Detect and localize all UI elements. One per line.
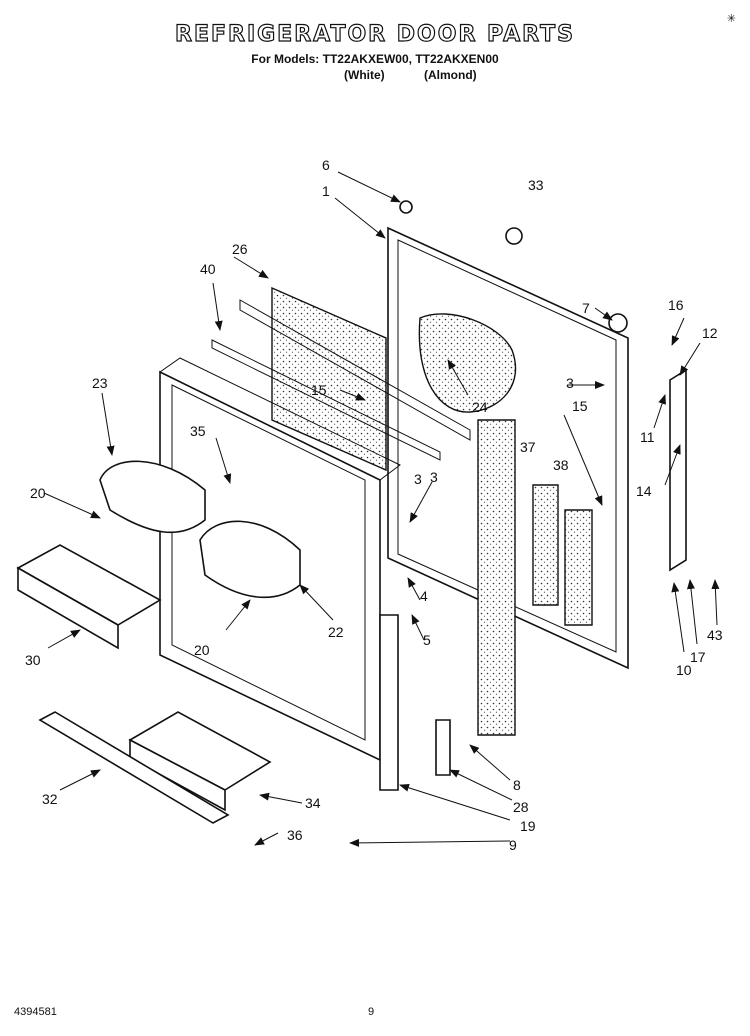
callout-3: 3 [414, 471, 422, 487]
corner-mark: ✳ [726, 13, 736, 25]
callout-43: 43 [707, 627, 723, 643]
callout-5: 5 [423, 632, 431, 648]
callout-23: 23 [92, 375, 108, 391]
gasket-strip [379, 614, 399, 791]
callout-30: 30 [25, 652, 41, 668]
plug-33 [505, 227, 523, 245]
callout-32: 32 [42, 791, 58, 807]
callout-22: 22 [328, 624, 344, 640]
callout-7: 7 [582, 300, 590, 316]
insulation-pad [418, 313, 517, 413]
callout-6: 6 [322, 157, 330, 173]
callout-1: 1 [322, 183, 330, 199]
callout-15: 15 [572, 398, 588, 414]
side-insulation-strip [477, 419, 516, 736]
foam-block-37 [532, 484, 559, 606]
callout-28: 28 [513, 799, 529, 815]
callout-3: 3 [566, 375, 574, 391]
callout-26: 26 [232, 241, 248, 257]
foam-block-38 [564, 509, 593, 626]
callout-24: 24 [472, 399, 488, 415]
page-title: REFRIGERATOR DOOR PARTS [174, 21, 575, 47]
dairy-bin-23 [99, 460, 206, 534]
callout-34: 34 [305, 795, 321, 811]
callout-19: 19 [520, 818, 536, 834]
breaker-strip [435, 719, 451, 776]
callout-40: 40 [200, 261, 216, 277]
callout-35: 35 [190, 423, 206, 439]
callout-4: 4 [420, 588, 428, 604]
trim-strip-32 [38, 711, 230, 824]
color-white: (White) [344, 68, 385, 82]
models-line: For Models: TT22AKXEW00, TT22AKXEN00 [251, 52, 499, 66]
hinge-bracket [669, 368, 687, 572]
callout-3: 3 [430, 469, 438, 485]
callout-11: 11 [640, 429, 655, 445]
callout-37: 37 [520, 439, 536, 455]
door-shelf-34 [128, 711, 272, 812]
callout-17: 17 [690, 649, 706, 665]
callout-12: 12 [702, 325, 718, 341]
color-almond: (Almond) [424, 68, 477, 82]
callout-36: 36 [287, 827, 303, 843]
door-gasket-top [211, 286, 471, 472]
color-labels: (White) (Almond) [344, 68, 477, 82]
callout-38: 38 [553, 457, 569, 473]
callout-15: 15 [311, 382, 327, 398]
leader-lines [43, 171, 720, 847]
screw-6 [399, 200, 413, 214]
callout-10: 10 [676, 662, 692, 678]
dairy-bin-22 [199, 520, 301, 599]
page-number: 9 [368, 1006, 375, 1018]
callout-33: 33 [528, 177, 544, 193]
door-shelf-30 [16, 544, 162, 650]
callout-16: 16 [668, 297, 684, 313]
callout-8: 8 [513, 777, 521, 793]
cap-7 [608, 313, 628, 333]
callout-20: 20 [194, 642, 210, 658]
callout-14: 14 [636, 483, 652, 499]
document-id: 4394581 [14, 1006, 57, 1018]
callout-20: 20 [30, 485, 46, 501]
callout-9: 9 [509, 837, 517, 853]
